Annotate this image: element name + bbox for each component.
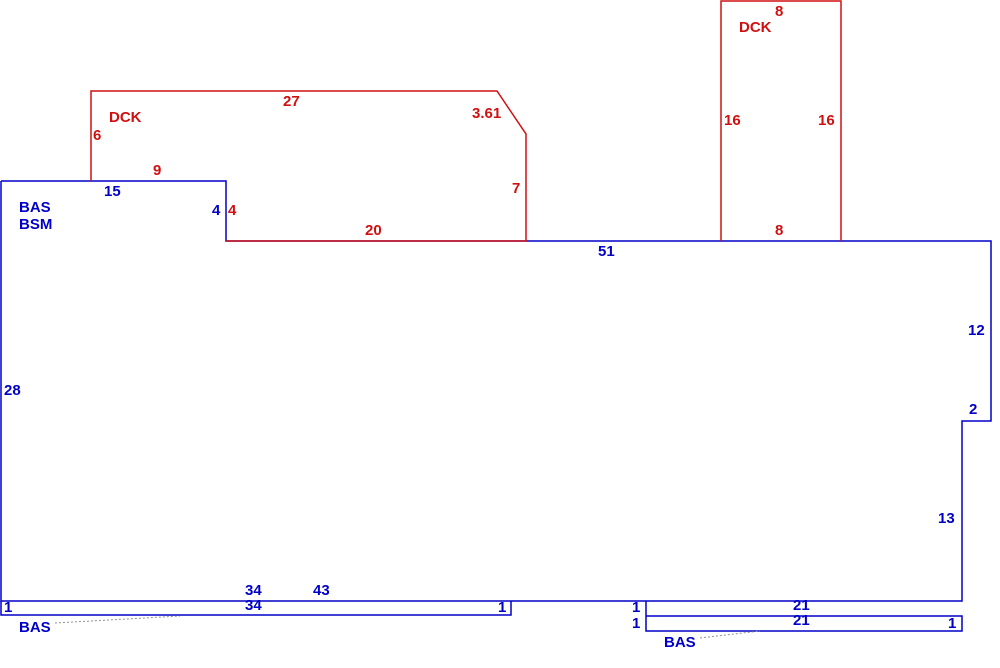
dim-deck1-top-left: 9 (153, 162, 161, 179)
strip-right-leader (699, 630, 761, 639)
dim-main-top-left: 15 (104, 183, 121, 200)
strip-left-leader (54, 615, 181, 624)
dim-deck2-right: 16 (818, 112, 835, 129)
deck-left-outline (90, 90, 527, 242)
strip-left-outline (0, 601, 512, 616)
dim-strip1-left: 1 (4, 599, 12, 616)
dim-main-notch: 2 (969, 401, 977, 418)
dim-main-bottom-right: 43 (313, 582, 330, 599)
strip-left-bas-label: BAS (19, 619, 51, 636)
main-basement-outline (0, 180, 992, 602)
dim-main-right-upper: 12 (968, 322, 985, 339)
main-bas-label: BAS (19, 199, 51, 216)
dim-deck1-step: 4 (228, 202, 237, 219)
dim-main-step: 4 (212, 202, 221, 219)
dim-deck1-right: 7 (512, 180, 520, 197)
dim-strip2-right: 1 (948, 615, 956, 632)
dim-main-top-right: 51 (598, 243, 615, 260)
dim-strip2-left-lower: 1 (632, 615, 640, 632)
dim-main-right-lower: 13 (938, 510, 955, 527)
dim-strip2-left-upper: 1 (632, 599, 640, 616)
deck-right-outline (720, 0, 842, 241)
dim-strip2-bottom: 21 (793, 612, 810, 629)
dim-deck1-diagonal: 3.61 (472, 105, 501, 122)
dim-deck2-bottom: 8 (775, 222, 783, 239)
deck-right-label: DCK (739, 19, 772, 36)
dim-strip1-right: 1 (498, 599, 506, 616)
dim-deck1-bottom: 20 (365, 222, 382, 239)
dim-strip2-top: 21 (793, 597, 810, 614)
dim-deck1-top: 27 (283, 93, 300, 110)
dim-strip1-top: 34 (245, 597, 262, 614)
strip-right-bas-label: BAS (664, 634, 696, 651)
main-bsm-label: BSM (19, 216, 52, 233)
dim-deck2-top: 8 (775, 3, 783, 20)
dim-deck1-left: 6 (93, 127, 101, 144)
dim-main-bottom-left: 34 (245, 582, 262, 599)
strip-right-outline (645, 601, 963, 632)
deck-left-label: DCK (109, 109, 142, 126)
dim-deck2-left: 16 (724, 112, 741, 129)
dim-main-left: 28 (4, 382, 21, 399)
